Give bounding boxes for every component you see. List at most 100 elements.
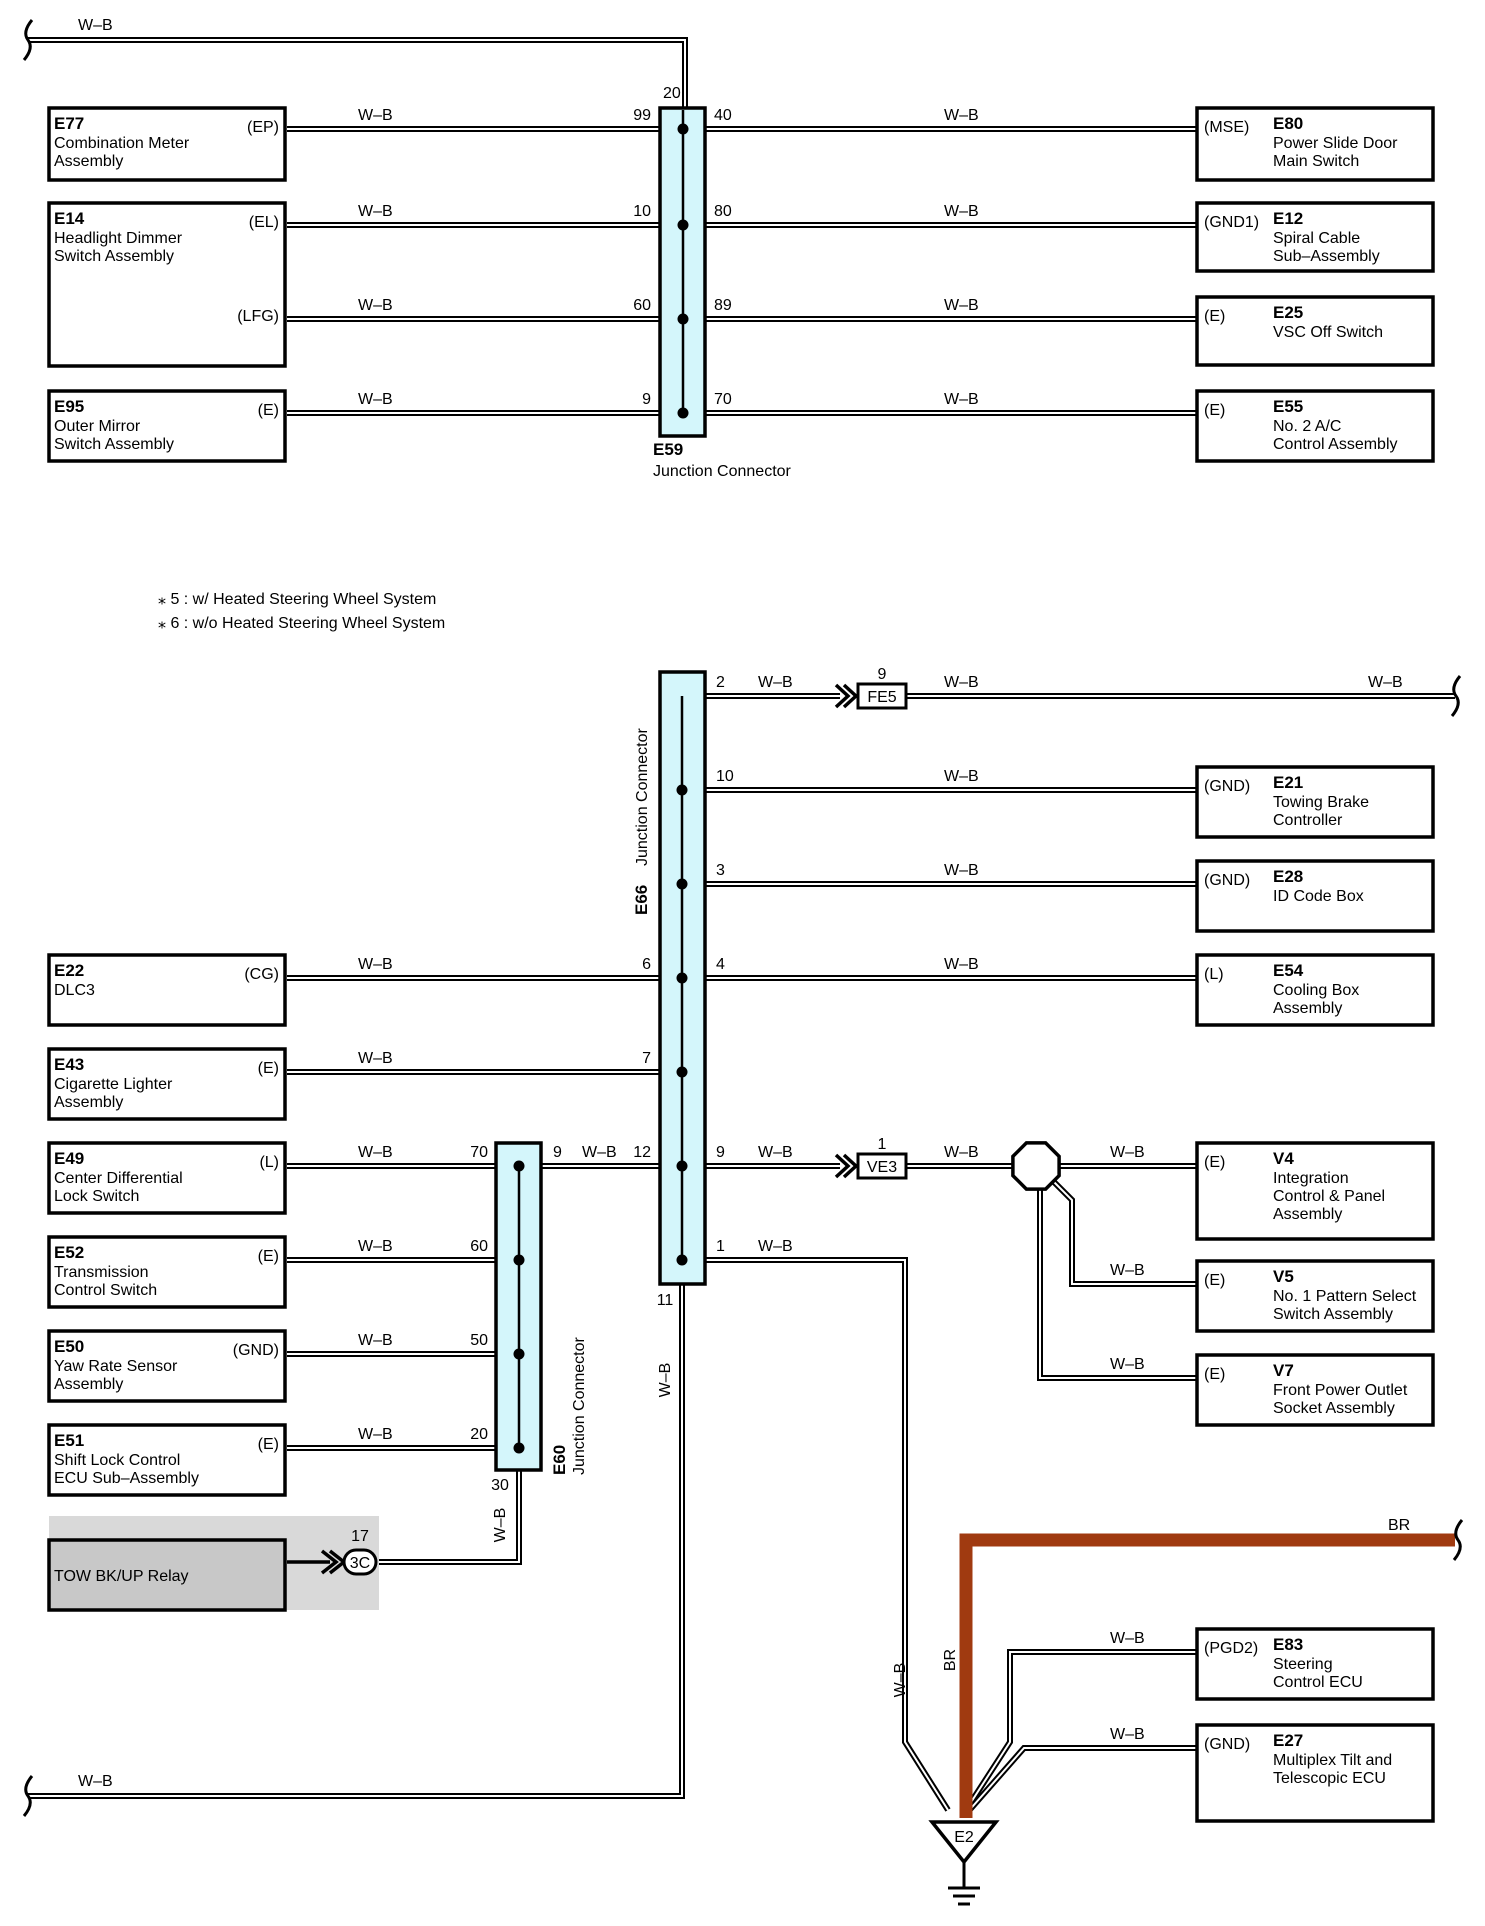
pin-label: (E) <box>258 1248 279 1265</box>
component-name-v7: Front Power Outlet <box>1273 1382 1408 1399</box>
wire-color-label-vertical: W–B <box>492 1508 509 1543</box>
component-box-e52 <box>47 1235 287 1309</box>
component-name-v5: No. 1 Pattern Select <box>1273 1288 1417 1305</box>
pin-label: (CG) <box>244 966 279 983</box>
component-name-e50: Yaw Rate Sensor <box>54 1358 178 1375</box>
component-code-e83: E83 <box>1273 1635 1303 1654</box>
wire-color-label: W–B <box>1368 674 1403 691</box>
component-box-v5 <box>1195 1259 1435 1333</box>
component-box-e27 <box>1195 1723 1435 1823</box>
junction-name-e60: Junction Connector <box>571 1336 588 1475</box>
component-code-e55: E55 <box>1273 397 1303 416</box>
component-name-e25: VSC Off Switch <box>1273 324 1383 341</box>
wire-top-feed <box>28 37 688 110</box>
component-box-e54 <box>1195 953 1435 1027</box>
component-code-v4: V4 <box>1273 1149 1294 1168</box>
pin-label: (E) <box>258 1436 279 1453</box>
wire-top-feed-core <box>28 39 686 110</box>
component-code-e49: E49 <box>54 1149 84 1168</box>
component-name-e50: Assembly <box>54 1376 123 1393</box>
junction-pin: 9 <box>716 1144 725 1161</box>
wire-e66-pin1-ground <box>682 1257 951 1812</box>
splice-dot <box>676 878 688 890</box>
junction-pin: 7 <box>642 1050 651 1067</box>
wire-color-label: W–B <box>758 1144 793 1161</box>
wire-color-label-vertical: W–B <box>892 1663 909 1698</box>
wire-color-label: W–B <box>944 107 979 124</box>
pin-label: (L) <box>259 1154 279 1171</box>
pin-label: (PGD2) <box>1204 1640 1258 1657</box>
component-name-v5: Switch Assembly <box>1273 1306 1393 1323</box>
wire-color-label: W–B <box>944 674 979 691</box>
component-box-e22 <box>47 953 287 1027</box>
component-box-e77 <box>47 106 287 182</box>
component-name-e12: Spiral Cable <box>1273 230 1360 247</box>
wire-color-label: W–B <box>78 1773 113 1790</box>
inline-connector-pin: 9 <box>878 666 887 683</box>
plug-chevron-fe5 <box>834 683 859 709</box>
pin-label: (E) <box>258 1060 279 1077</box>
splice-dot <box>676 1254 688 1266</box>
component-code-e50: E50 <box>54 1337 84 1356</box>
component-code-e51: E51 <box>54 1431 84 1450</box>
component-code-e14: E14 <box>54 209 85 228</box>
wire-color-label-vertical: W–B <box>657 1363 674 1398</box>
component-box-e21 <box>1195 765 1435 839</box>
component-name-v4: Control & Panel <box>1273 1188 1385 1205</box>
component-code-e28: E28 <box>1273 867 1303 886</box>
component-name-e27: Multiplex Tilt and <box>1273 1752 1392 1769</box>
inline-connector-fe5 <box>856 682 908 710</box>
wire-color-label: W–B <box>944 768 979 785</box>
wire-break-top-left <box>22 19 34 61</box>
wire-e83-ground <box>963 1649 1197 1812</box>
wire-color-label: W–B <box>358 1426 393 1443</box>
component-box-v4 <box>1195 1141 1435 1241</box>
wire-e66-pin11-core <box>28 1284 683 1797</box>
splice-dot <box>513 1254 525 1266</box>
component-name-e77: Combination Meter <box>54 135 190 152</box>
junction-pin: 70 <box>470 1144 488 1161</box>
component-name-v7: Socket Assembly <box>1273 1400 1395 1417</box>
splice-dot <box>513 1160 525 1172</box>
component-name-e52: Transmission <box>54 1264 149 1281</box>
junction-code-e66: E66 <box>632 885 651 915</box>
pin-label: (E) <box>1204 1272 1225 1289</box>
component-name-e83: Steering <box>1273 1656 1333 1673</box>
inline-connector-code: FE5 <box>867 689 896 706</box>
component-box-e55 <box>1195 389 1435 463</box>
component-name-e49: Lock Switch <box>54 1188 139 1205</box>
wire-color-label: W–B <box>1110 1144 1145 1161</box>
wire-color-label: W–B <box>358 107 393 124</box>
relay-plug <box>342 1548 378 1576</box>
wire-br <box>959 1533 1455 1818</box>
inline-connector-pin: 1 <box>878 1136 887 1153</box>
splice-dot <box>676 972 688 984</box>
component-name-e51: Shift Lock Control <box>54 1452 180 1469</box>
wire-color-label: W–B <box>944 956 979 973</box>
component-box-e83 <box>1195 1627 1435 1701</box>
junction-pin: 6 <box>642 956 651 973</box>
component-name-e14: Switch Assembly <box>54 248 174 265</box>
relay-name: TOW BK/UP Relay <box>54 1568 189 1585</box>
component-name-e80: Power Slide Door <box>1273 135 1398 152</box>
inline-connector-code: VE3 <box>867 1159 897 1176</box>
junction-pin: 60 <box>633 297 651 314</box>
wire-color-label: W–B <box>358 1144 393 1161</box>
wire-e60-relay-core <box>377 1470 520 1563</box>
wire-color-label: W–B <box>358 297 393 314</box>
component-box-e43 <box>47 1047 287 1121</box>
wire-color-label: W–B <box>1110 1262 1145 1279</box>
component-name-e22: DLC3 <box>54 982 95 999</box>
splice-dot <box>677 313 689 325</box>
junction-pin: 30 <box>491 1477 509 1494</box>
junction-pin: 11 <box>657 1292 674 1309</box>
pin-label: (E) <box>1204 1366 1225 1383</box>
component-name-e95: Outer Mirror <box>54 418 141 435</box>
component-name-e12: Sub–Assembly <box>1273 248 1380 265</box>
component-name-e54: Assembly <box>1273 1000 1342 1017</box>
component-box-v7 <box>1195 1353 1435 1427</box>
pin-label: (MSE) <box>1204 119 1249 136</box>
component-box-e50 <box>47 1329 287 1403</box>
junction-name-e66: Junction Connector <box>634 727 651 866</box>
component-code-e27: E27 <box>1273 1731 1303 1750</box>
